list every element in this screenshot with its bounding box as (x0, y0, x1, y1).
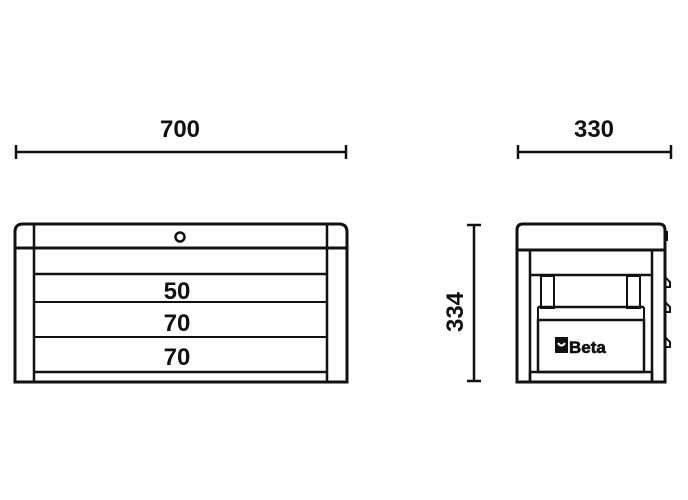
height-label: 334 (442, 291, 469, 332)
drawer-label: 70 (164, 344, 191, 371)
side-view: Beta (515, 222, 671, 384)
beta-logo: Beta (555, 337, 607, 357)
width-label: 700 (160, 116, 200, 143)
depth-dimension: 330 (516, 116, 673, 159)
front-view: 50 70 70 (13, 222, 349, 384)
drawer-label: 50 (164, 278, 191, 305)
brand-label: Beta (569, 338, 606, 357)
lock-icon (174, 231, 186, 243)
width-dimension: 700 (14, 116, 348, 159)
depth-label: 330 (574, 116, 614, 143)
drawer-label: 70 (164, 310, 191, 337)
height-dimension: 334 (442, 223, 481, 383)
